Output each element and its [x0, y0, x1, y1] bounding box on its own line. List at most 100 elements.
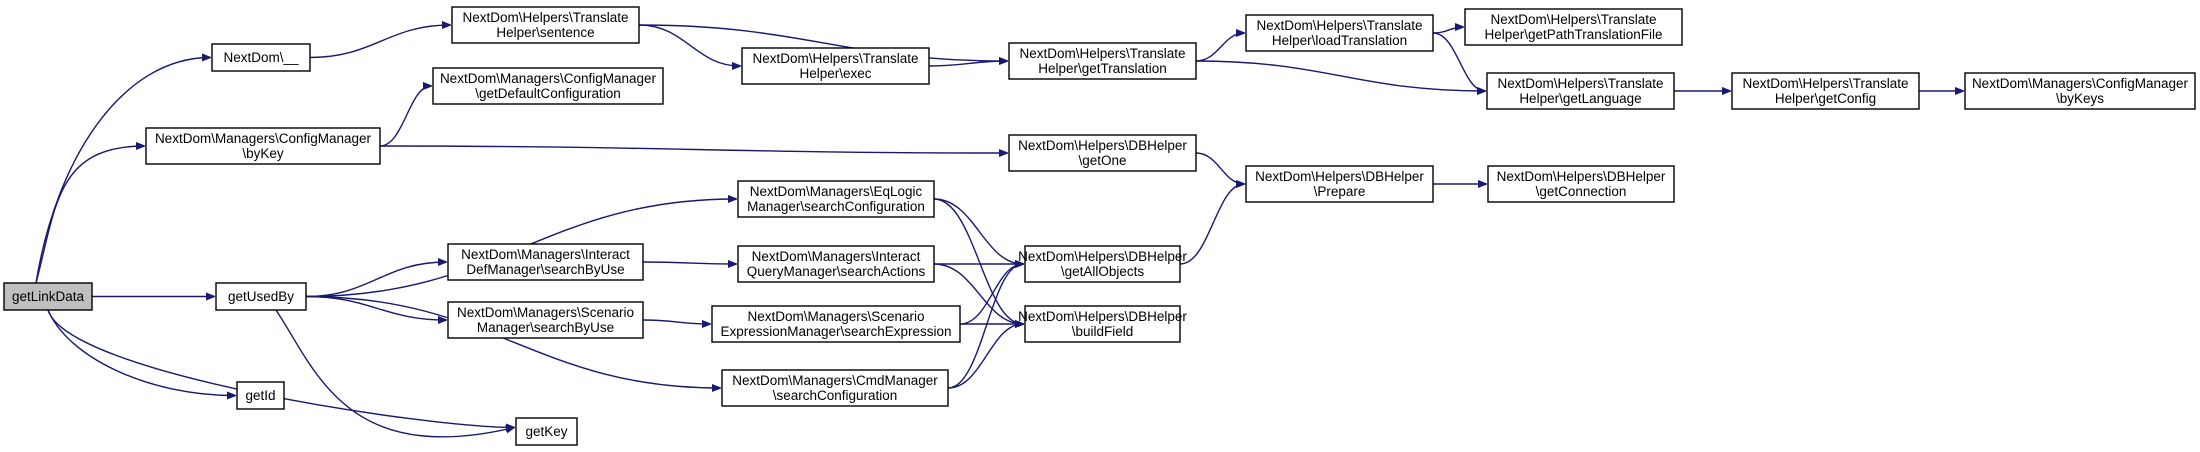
node-box[interactable]	[1245, 165, 1434, 203]
node-nextdom--[interactable]: NextDom\__	[211, 43, 311, 72]
node-label: getLinkData	[12, 289, 85, 304]
edge-th-sentence-to-th-getTranslation	[638, 24, 1007, 61]
node-label: NextDom\Managers\Interact	[461, 247, 630, 262]
node-label: getId	[245, 388, 275, 403]
node-label: Manager\searchConfiguration	[747, 199, 925, 214]
edge-getLinkData-to-getId	[47, 309, 235, 396]
node-label: NextDom\Helpers\Translate	[1497, 76, 1663, 91]
node-getId[interactable]: getId	[236, 381, 285, 410]
node-label: \byKey	[242, 146, 284, 161]
node-box[interactable]	[1964, 72, 2196, 110]
node-box[interactable]	[1024, 245, 1181, 283]
node-box[interactable]	[737, 245, 935, 283]
edge-getUsedBy-to-idm-searchByUse	[305, 262, 446, 298]
node-label: Helper\getConfig	[1775, 91, 1876, 106]
node-cm-byKeys[interactable]: NextDom\Managers\ConfigManager\byKeys	[1964, 72, 2196, 110]
node-box[interactable]	[1464, 8, 1683, 46]
node-th-getTranslation[interactable]: NextDom\Helpers\TranslateHelper\getTrans…	[1008, 42, 1197, 80]
edge-nextdom---to-th-sentence	[309, 25, 450, 59]
node-th-loadTranslation[interactable]: NextDom\Helpers\TranslateHelper\loadTran…	[1245, 14, 1434, 52]
node-db-getAllObjects[interactable]: NextDom\Helpers\DBHelper\getAllObjects	[1018, 245, 1187, 283]
node-label: NextDom\Helpers\DBHelper	[1255, 169, 1424, 184]
node-label: Manager\searchByUse	[477, 320, 614, 335]
node-sm-searchByUse[interactable]: NextDom\Managers\ScenarioManager\searchB…	[447, 301, 644, 339]
node-cmd-searchConf[interactable]: NextDom\Managers\CmdManager\searchConfig…	[721, 369, 949, 407]
edge-sem-searchExpr-to-db-getAllObjects	[959, 264, 1023, 325]
node-box[interactable]	[1487, 165, 1675, 203]
edge-cmd-searchConf-to-db-buildField	[947, 324, 1023, 389]
node-label: QueryManager\searchActions	[747, 264, 926, 279]
edge-cm-byKey-to-cm-getDefault	[379, 86, 431, 147]
node-box[interactable]	[432, 67, 664, 105]
node-box[interactable]	[1486, 72, 1675, 110]
node-label: getUsedBy	[228, 289, 294, 304]
node-iqm-searchActions[interactable]: NextDom\Managers\InteractQueryManager\se…	[737, 245, 935, 283]
edge-th-getTranslation-to-th-getLanguage	[1195, 60, 1485, 91]
edge-getUsedBy-to-cmd-searchConf	[305, 295, 720, 389]
node-box[interactable]	[211, 43, 311, 72]
node-box[interactable]	[721, 369, 949, 407]
node-box[interactable]	[145, 127, 381, 165]
node-label: NextDom\Managers\Scenario	[457, 305, 634, 320]
edge-getUsedBy-to-sm-searchByUse	[305, 295, 446, 321]
node-label: NextDom\Managers\ConfigManager	[440, 71, 657, 86]
node-db-prepare[interactable]: NextDom\Helpers\DBHelper\Prepare	[1245, 165, 1434, 203]
node-label: \getDefaultConfiguration	[475, 86, 621, 101]
edge-cm-byKey-to-db-getOne	[379, 145, 1007, 153]
node-sem-searchExpr[interactable]: NextDom\Managers\ScenarioExpressionManag…	[711, 305, 961, 343]
node-box[interactable]	[1731, 72, 1920, 110]
node-label: Helper\exec	[799, 66, 871, 81]
node-idm-searchByUse[interactable]: NextDom\Managers\InteractDefManager\sear…	[447, 243, 644, 281]
node-label: NextDom\Managers\CmdManager	[732, 373, 938, 388]
node-th-getConfig[interactable]: NextDom\Helpers\TranslateHelper\getConfi…	[1731, 72, 1920, 110]
node-label: ExpressionManager\searchExpression	[720, 324, 951, 339]
node-box[interactable]	[215, 282, 307, 311]
node-label: Helper\getTranslation	[1038, 61, 1167, 76]
node-db-getOne[interactable]: NextDom\Helpers\DBHelper\getOne	[1008, 134, 1197, 172]
node-box[interactable]	[515, 417, 578, 446]
node-getLinkData[interactable]: getLinkData	[3, 282, 93, 311]
node-box[interactable]	[3, 282, 93, 311]
node-box[interactable]	[236, 381, 285, 410]
node-label: getKey	[525, 424, 567, 439]
node-db-getConnection[interactable]: NextDom\Helpers\DBHelper\getConnection	[1487, 165, 1675, 203]
node-db-buildField[interactable]: NextDom\Helpers\DBHelper\buildField	[1018, 305, 1187, 343]
node-label: NextDom\Managers\EqLogic	[750, 184, 923, 199]
node-label: \searchConfiguration	[773, 388, 898, 403]
node-box[interactable]	[741, 47, 930, 85]
edge-th-loadTranslation-to-th-getLanguage	[1432, 32, 1485, 91]
node-box[interactable]	[1245, 14, 1434, 52]
node-cm-byKey[interactable]: NextDom\Managers\ConfigManager\byKey	[145, 127, 381, 165]
node-label: Helper\loadTranslation	[1272, 33, 1407, 48]
node-box[interactable]	[1008, 42, 1197, 80]
node-th-getPathTransFile[interactable]: NextDom\Helpers\TranslateHelper\getPathT…	[1464, 8, 1683, 46]
node-box[interactable]	[1008, 134, 1197, 172]
node-label: NextDom\Helpers\DBHelper	[1018, 309, 1187, 324]
edge-th-sentence-to-th-exec	[638, 24, 740, 66]
edge-getLinkData-to-cm-byKey	[35, 146, 144, 284]
node-cm-getDefault[interactable]: NextDom\Managers\ConfigManager\getDefaul…	[432, 67, 664, 105]
node-label: NextDom\__	[223, 50, 299, 65]
edge-getUsedBy-to-getKey	[275, 309, 514, 438]
node-label: Helper\getLanguage	[1519, 91, 1641, 106]
node-eq-searchConf[interactable]: NextDom\Managers\EqLogicManager\searchCo…	[737, 180, 935, 218]
node-box[interactable]	[447, 301, 644, 339]
node-label: NextDom\Managers\ConfigManager	[155, 131, 372, 146]
edge-th-getTranslation-to-th-loadTranslation	[1195, 33, 1244, 62]
node-label: \getOne	[1078, 153, 1126, 168]
node-th-getLanguage[interactable]: NextDom\Helpers\TranslateHelper\getLangu…	[1486, 72, 1675, 110]
node-getUsedBy[interactable]: getUsedBy	[215, 282, 307, 311]
edge-db-getOne-to-db-prepare	[1195, 152, 1244, 184]
node-getKey[interactable]: getKey	[515, 417, 578, 446]
edge-getLinkData-to-getKey	[47, 309, 514, 428]
node-box[interactable]	[1024, 305, 1181, 343]
node-box[interactable]	[451, 6, 640, 44]
node-label: NextDom\Helpers\Translate	[1256, 18, 1422, 33]
node-box[interactable]	[737, 180, 935, 218]
node-box[interactable]	[711, 305, 961, 343]
node-label: DefManager\searchByUse	[466, 262, 624, 277]
node-box[interactable]	[447, 243, 644, 281]
node-label: NextDom\Helpers\DBHelper	[1497, 169, 1666, 184]
